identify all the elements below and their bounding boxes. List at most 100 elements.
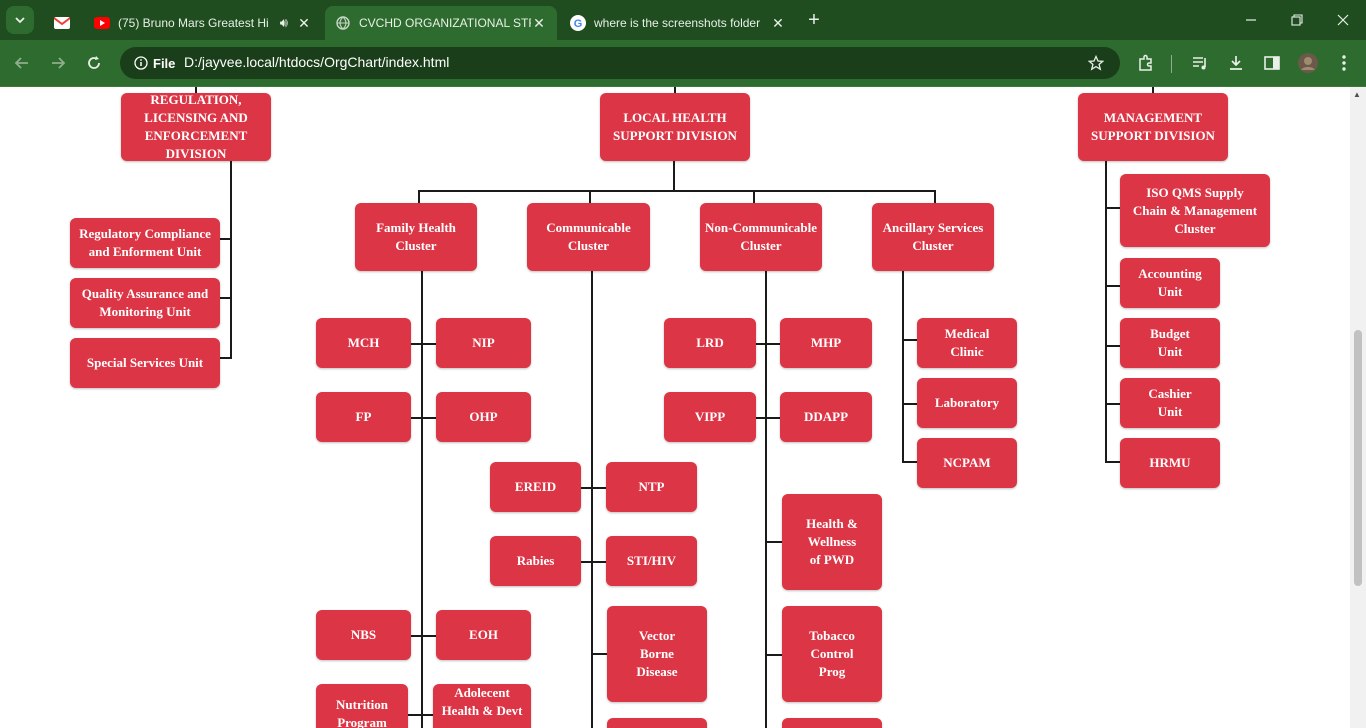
globe-icon bbox=[335, 15, 351, 31]
connector-line bbox=[589, 190, 591, 203]
vertical-scrollbar[interactable]: ▲ bbox=[1350, 87, 1366, 728]
toolbar-divider bbox=[1171, 55, 1172, 73]
connector-line bbox=[1105, 461, 1120, 463]
family-unit-box: Adolecent Health & Devt bbox=[433, 684, 531, 728]
management-division-box: MANAGEMENT SUPPORT DIVISION bbox=[1078, 93, 1228, 161]
arrow-left-icon bbox=[14, 57, 28, 69]
side-panel-button[interactable] bbox=[1258, 49, 1286, 77]
connector-line bbox=[902, 403, 917, 405]
tab-youtube[interactable]: (75) Bruno Mars Greatest Hi 🔊︎ ✕ bbox=[84, 6, 322, 40]
management-unit-box: Accounting Unit bbox=[1120, 258, 1220, 308]
address-bar[interactable]: File D:/jayvee.local/htdocs/OrgChart/ind… bbox=[120, 47, 1120, 79]
close-icon bbox=[1337, 14, 1349, 26]
management-unit-box: Cashier Unit bbox=[1120, 378, 1220, 428]
restore-button[interactable] bbox=[1274, 0, 1320, 40]
profile-button[interactable] bbox=[1294, 49, 1322, 77]
speaker-icon[interactable]: 🔊︎ bbox=[279, 15, 288, 30]
bookmark-button[interactable] bbox=[1082, 49, 1110, 77]
management-unit-box: Budget Unit bbox=[1120, 318, 1220, 368]
close-icon[interactable]: ✕ bbox=[772, 14, 784, 31]
connector-line bbox=[1105, 207, 1120, 209]
connector-line bbox=[219, 357, 232, 359]
ancillary-services-cluster-box: Ancillary Services Cluster bbox=[872, 203, 994, 271]
connector-line bbox=[195, 87, 197, 93]
connector-line bbox=[219, 238, 232, 240]
tab-gmail[interactable] bbox=[44, 6, 80, 40]
connector-line bbox=[902, 461, 917, 463]
noncommunicable-unit-box: LRD bbox=[664, 318, 756, 368]
info-icon bbox=[134, 56, 148, 70]
tab-strip: (75) Bruno Mars Greatest Hi 🔊︎ ✕ CVCHD O… bbox=[0, 0, 1366, 40]
minimize-button[interactable] bbox=[1228, 0, 1274, 40]
back-button[interactable] bbox=[8, 49, 36, 77]
puzzle-icon bbox=[1139, 54, 1152, 71]
connector-line bbox=[755, 343, 780, 345]
connector-line bbox=[765, 654, 782, 656]
tab-label: where is the screenshots folder bbox=[594, 16, 761, 30]
connector-line bbox=[902, 339, 917, 341]
communicable-unit-box: Vector Borne Disease bbox=[607, 606, 707, 702]
svg-text:G: G bbox=[574, 18, 583, 30]
connector-line bbox=[410, 343, 437, 345]
ancillary-unit-box: NCPAM bbox=[917, 438, 1017, 488]
family-unit-box: NIP bbox=[436, 318, 531, 368]
avatar bbox=[1298, 53, 1318, 73]
connector-line bbox=[591, 271, 593, 728]
communicable-cluster-box: Communicable Cluster bbox=[527, 203, 650, 271]
new-tab-button[interactable]: + bbox=[808, 8, 820, 31]
extensions-button[interactable] bbox=[1132, 49, 1160, 77]
noncommunicable-unit-box: MHP bbox=[780, 318, 872, 368]
tab-label: CVCHD ORGANIZATIONAL STRU bbox=[359, 16, 531, 30]
close-window-button[interactable] bbox=[1320, 0, 1366, 40]
scroll-up-arrow-icon[interactable]: ▲ bbox=[1353, 90, 1361, 99]
family-unit-box: FP bbox=[316, 392, 411, 442]
restore-icon bbox=[1291, 14, 1303, 26]
reload-icon bbox=[88, 56, 100, 69]
menu-button[interactable] bbox=[1330, 49, 1358, 77]
communicable-unit-box: Rabies bbox=[490, 536, 581, 586]
connector-line bbox=[1105, 161, 1107, 463]
regulation-unit-box: Regulatory Compliance and Enforment Unit bbox=[70, 218, 220, 268]
non-communicable-cluster-box: Non-Communicable Cluster bbox=[700, 203, 822, 271]
connector-line bbox=[673, 161, 675, 191]
scrollbar-thumb[interactable] bbox=[1354, 330, 1362, 586]
connector-line bbox=[230, 161, 232, 358]
tab-org-chart[interactable]: CVCHD ORGANIZATIONAL STRU ✕ bbox=[325, 6, 557, 40]
site-info-chip[interactable]: File bbox=[128, 51, 181, 75]
media-controls-button[interactable] bbox=[1186, 49, 1214, 77]
chevron-down-icon bbox=[15, 17, 25, 24]
family-unit-box: OHP bbox=[436, 392, 531, 442]
more-vert-icon bbox=[1342, 55, 1346, 71]
downloads-button[interactable] bbox=[1222, 49, 1250, 77]
connector-line bbox=[219, 297, 232, 299]
communicable-unit-box: STI/HIV bbox=[606, 536, 697, 586]
side-panel-icon bbox=[1264, 56, 1280, 70]
ancillary-unit-box: Medical Clinic bbox=[917, 318, 1017, 368]
download-icon bbox=[1230, 56, 1242, 70]
tab-google-search[interactable]: G where is the screenshots folder ✕ bbox=[560, 6, 796, 40]
tab-search-button[interactable] bbox=[6, 6, 34, 34]
close-icon[interactable]: ✕ bbox=[298, 14, 310, 31]
connector-line bbox=[765, 271, 767, 728]
queue-music-icon bbox=[1193, 57, 1206, 70]
forward-button[interactable] bbox=[44, 49, 72, 77]
connector-line bbox=[580, 561, 607, 563]
regulation-unit-box: Special Services Unit bbox=[70, 338, 220, 388]
connector-line bbox=[674, 87, 676, 93]
star-icon bbox=[1088, 55, 1104, 71]
gmail-icon bbox=[54, 15, 70, 31]
tab-label: (75) Bruno Mars Greatest Hi bbox=[118, 16, 269, 30]
url-text[interactable]: D:/jayvee.local/htdocs/OrgChart/index.ht… bbox=[184, 54, 450, 70]
family-unit-box: Nutrition Program bbox=[316, 684, 408, 728]
reload-button[interactable] bbox=[80, 49, 108, 77]
youtube-icon bbox=[94, 15, 110, 31]
connector-line bbox=[1152, 87, 1154, 93]
ancillary-unit-box: Laboratory bbox=[917, 378, 1017, 428]
close-icon[interactable]: ✕ bbox=[533, 14, 545, 31]
connector-line bbox=[755, 417, 780, 419]
family-unit-box: MCH bbox=[316, 318, 411, 368]
connector-line bbox=[934, 190, 936, 203]
connector-line bbox=[418, 190, 420, 203]
regulation-unit-box: Quality Assurance and Monitoring Unit bbox=[70, 278, 220, 328]
noncommunicable-unit-box: DDAPP bbox=[780, 392, 872, 442]
